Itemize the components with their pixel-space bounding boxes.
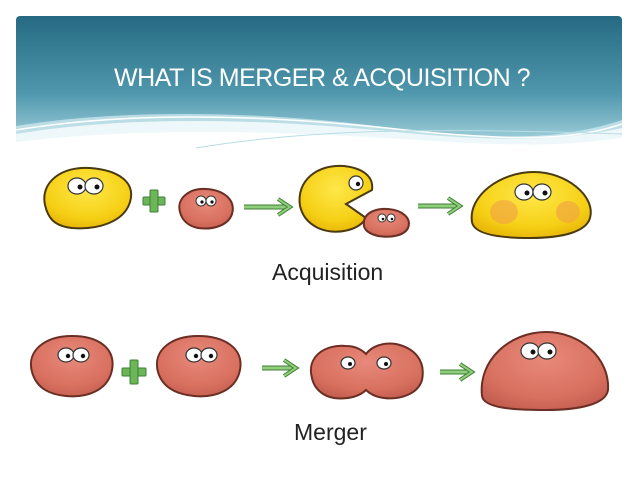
company-a-blob [29,334,114,398]
banner-background [16,16,622,156]
merged-company-blob [480,330,610,412]
arrow-right-icon [244,197,294,217]
acquired-company-blob [362,207,410,238]
title-banner: WHAT IS MERGER & ACQUISITION ? [16,16,622,156]
acquiring-company-blob [298,164,374,233]
slide-title: WHAT IS MERGER & ACQUISITION ? [114,64,531,92]
acquisition-label: Acquisition [272,259,384,285]
arrow-right-icon [440,362,476,382]
combined-company-blob [470,170,592,240]
merger-row [29,330,610,412]
arrow-right-icon [418,196,464,216]
large-company-blob [43,166,133,230]
arrow-right-icon [262,358,300,378]
company-b-blob [155,334,242,398]
merger-label: Merger [294,419,367,445]
small-company-blob [178,187,234,230]
merging-companies-blob [309,342,424,400]
acquisition-row [43,164,592,240]
plus-icon [142,189,166,213]
plus-icon [121,359,147,385]
